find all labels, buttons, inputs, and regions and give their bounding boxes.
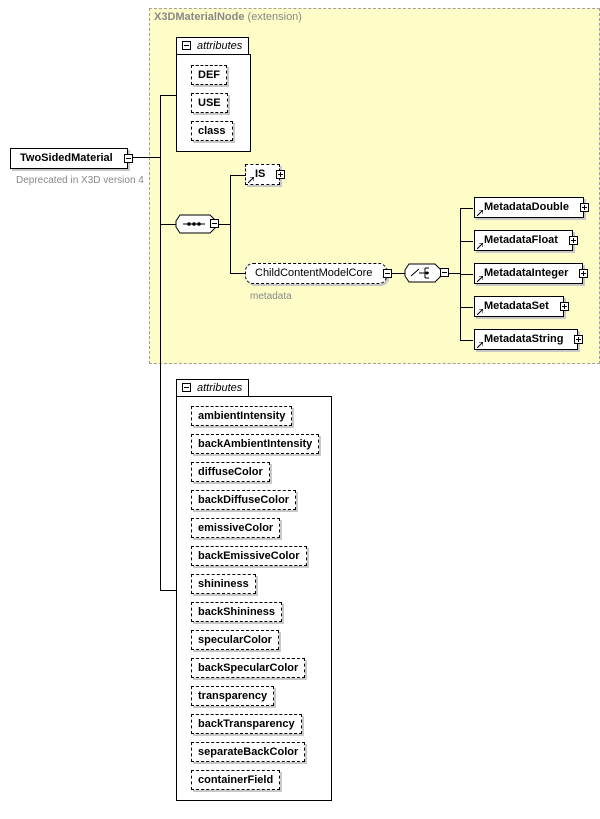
element-metadatafloat[interactable]: MetadataFloat (474, 230, 578, 251)
is-element-label: IS (255, 168, 266, 180)
expand-icon[interactable] (568, 236, 578, 245)
attribute-backdiffusecolor[interactable]: backDiffuseColor (191, 490, 297, 510)
attribute-backshininess[interactable]: backShininess (191, 602, 283, 622)
expand-icon[interactable] (579, 269, 589, 278)
attribute-emissivecolor[interactable]: emissiveColor (191, 518, 281, 538)
connector (449, 273, 461, 274)
connector (460, 340, 473, 341)
connector (160, 95, 161, 591)
group-caption: metadata (250, 291, 292, 302)
is-element[interactable]: IS (245, 164, 286, 185)
attribute-backemissivecolor[interactable]: backEmissiveColor (191, 546, 307, 566)
connector (160, 224, 176, 225)
connector (160, 95, 177, 96)
connector (230, 273, 245, 274)
connector (160, 590, 177, 591)
attribute-class[interactable]: class (191, 121, 233, 141)
connector (460, 208, 473, 209)
attribute-containerfield[interactable]: containerField (191, 770, 281, 790)
element-metadatainteger[interactable]: MetadataInteger (474, 263, 589, 284)
extension-title: X3DMaterialNode (extension) (154, 11, 302, 23)
attribute-backspecularcolor[interactable]: backSpecularColor (191, 658, 306, 678)
connector (460, 241, 473, 242)
connector (230, 175, 231, 274)
attribute-backtransparency[interactable]: backTransparency (191, 714, 302, 734)
element-label: MetadataDouble (484, 201, 569, 213)
expand-icon[interactable] (276, 170, 286, 179)
element-metadataset[interactable]: MetadataSet (474, 296, 569, 317)
collapse-icon[interactable] (210, 219, 219, 228)
attribute-def[interactable]: DEF (191, 65, 227, 85)
attributes-group (176, 396, 332, 801)
connector (218, 224, 230, 225)
collapse-icon[interactable] (123, 154, 133, 163)
group-label: ChildContentModelCore (255, 267, 373, 279)
attribute-transparency[interactable]: transparency (191, 686, 275, 706)
expand-icon[interactable] (559, 302, 569, 311)
connector (460, 307, 473, 308)
reference-arrow-icon (477, 210, 483, 216)
element-label: MetadataString (484, 333, 564, 345)
attribute-backambientintensity[interactable]: backAmbientIntensity (191, 434, 320, 454)
element-metadatastring[interactable]: MetadataString (474, 329, 584, 350)
attribute-separatebackcolor[interactable]: separateBackColor (191, 742, 306, 762)
connector (230, 175, 245, 176)
reference-arrow-icon (477, 243, 483, 249)
connector (460, 274, 473, 275)
connector (130, 157, 161, 158)
collapse-icon[interactable] (182, 41, 191, 50)
collapse-icon[interactable] (440, 268, 449, 277)
attributes-tab[interactable]: attributes (176, 379, 250, 397)
attribute-shininess[interactable]: shininess (191, 574, 256, 594)
attribute-specularcolor[interactable]: specularColor (191, 630, 279, 650)
element-label: MetadataInteger (484, 267, 569, 279)
element-label: MetadataSet (484, 300, 549, 312)
expand-icon[interactable] (579, 203, 589, 212)
root-element-label: TwoSidedMaterial (20, 152, 113, 164)
sequence-compositor-icon[interactable] (175, 212, 221, 236)
reference-arrow-icon (477, 276, 483, 282)
reference-arrow-icon (477, 309, 483, 315)
attribute-diffusecolor[interactable]: diffuseColor (191, 462, 270, 482)
collapse-icon[interactable] (182, 383, 191, 392)
reference-arrow-icon (248, 177, 254, 183)
attribute-use[interactable]: USE (191, 93, 228, 113)
root-element[interactable]: TwoSidedMaterial (10, 148, 133, 169)
root-note: Deprecated in X3D version 4 (16, 175, 144, 186)
element-label: MetadataFloat (484, 234, 558, 246)
element-metadatadouble[interactable]: MetadataDouble (474, 197, 589, 218)
connector (389, 273, 406, 274)
expand-icon[interactable] (574, 335, 584, 344)
collapse-icon[interactable] (383, 269, 393, 278)
group-childcontentmodelcore[interactable]: ChildContentModelCore (245, 263, 393, 284)
attribute-ambientintensity[interactable]: ambientIntensity (191, 406, 293, 426)
ext-attributes-tab[interactable]: attributes (176, 37, 250, 55)
choice-compositor-icon[interactable] (404, 261, 450, 285)
reference-arrow-icon (477, 342, 483, 348)
